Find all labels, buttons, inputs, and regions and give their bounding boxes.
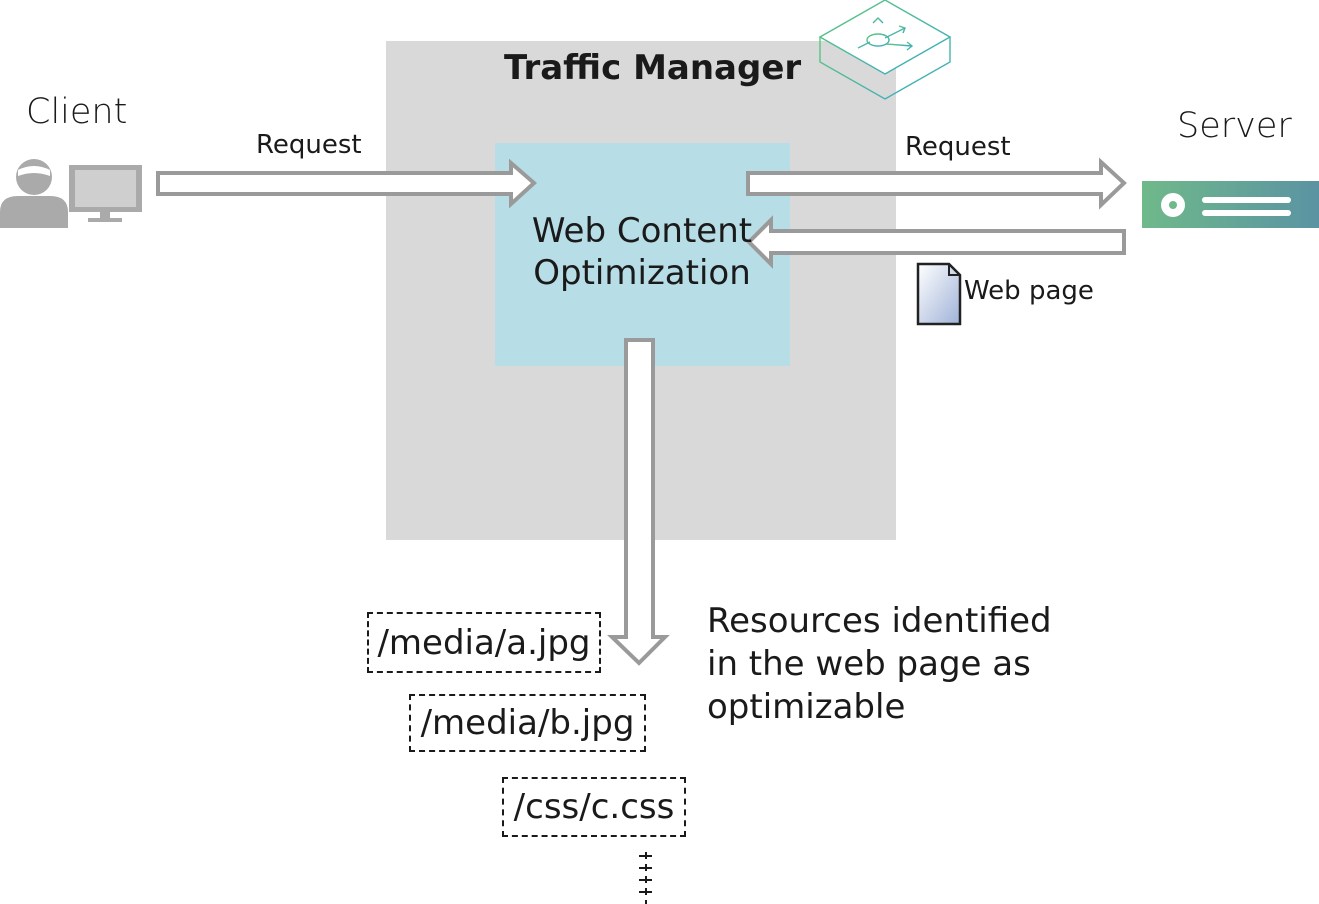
resources-note-line2: in the web page as xyxy=(707,644,1031,684)
wco-label-line1: Web Content xyxy=(531,211,753,251)
more-resources-ellipsis xyxy=(639,852,652,904)
resource-box: /media/a.jpg xyxy=(367,612,601,673)
request-arrow-server xyxy=(746,157,1127,210)
resource-box: /media/b.jpg xyxy=(409,694,646,752)
client-label: Client xyxy=(26,92,128,132)
server-icon xyxy=(1142,181,1319,228)
wco-label-line2: Optimization xyxy=(533,253,751,293)
request-label-server: Request xyxy=(905,132,1011,162)
server-label: Server xyxy=(1177,106,1292,146)
traffic-manager-title: Traffic Manager xyxy=(504,48,802,88)
web-page-label: Web page xyxy=(964,276,1094,306)
request-arrow-client xyxy=(156,158,538,209)
wco-label: Web Content Optimization xyxy=(492,210,792,294)
resources-note-line1: Resources identified xyxy=(707,601,1052,641)
resource-box: /css/c.css xyxy=(502,777,686,837)
resources-arrow xyxy=(607,338,670,666)
traffic-manager-icon xyxy=(818,0,952,100)
response-arrow xyxy=(746,215,1126,269)
client-person-icon xyxy=(0,159,68,228)
request-label-client: Request xyxy=(256,130,362,160)
resources-note: Resources identified in the web page as … xyxy=(707,600,1052,729)
wco-box xyxy=(495,143,790,366)
resources-note-line3: optimizable xyxy=(707,687,906,727)
document-icon xyxy=(916,262,962,326)
client-computer-icon xyxy=(69,165,142,222)
